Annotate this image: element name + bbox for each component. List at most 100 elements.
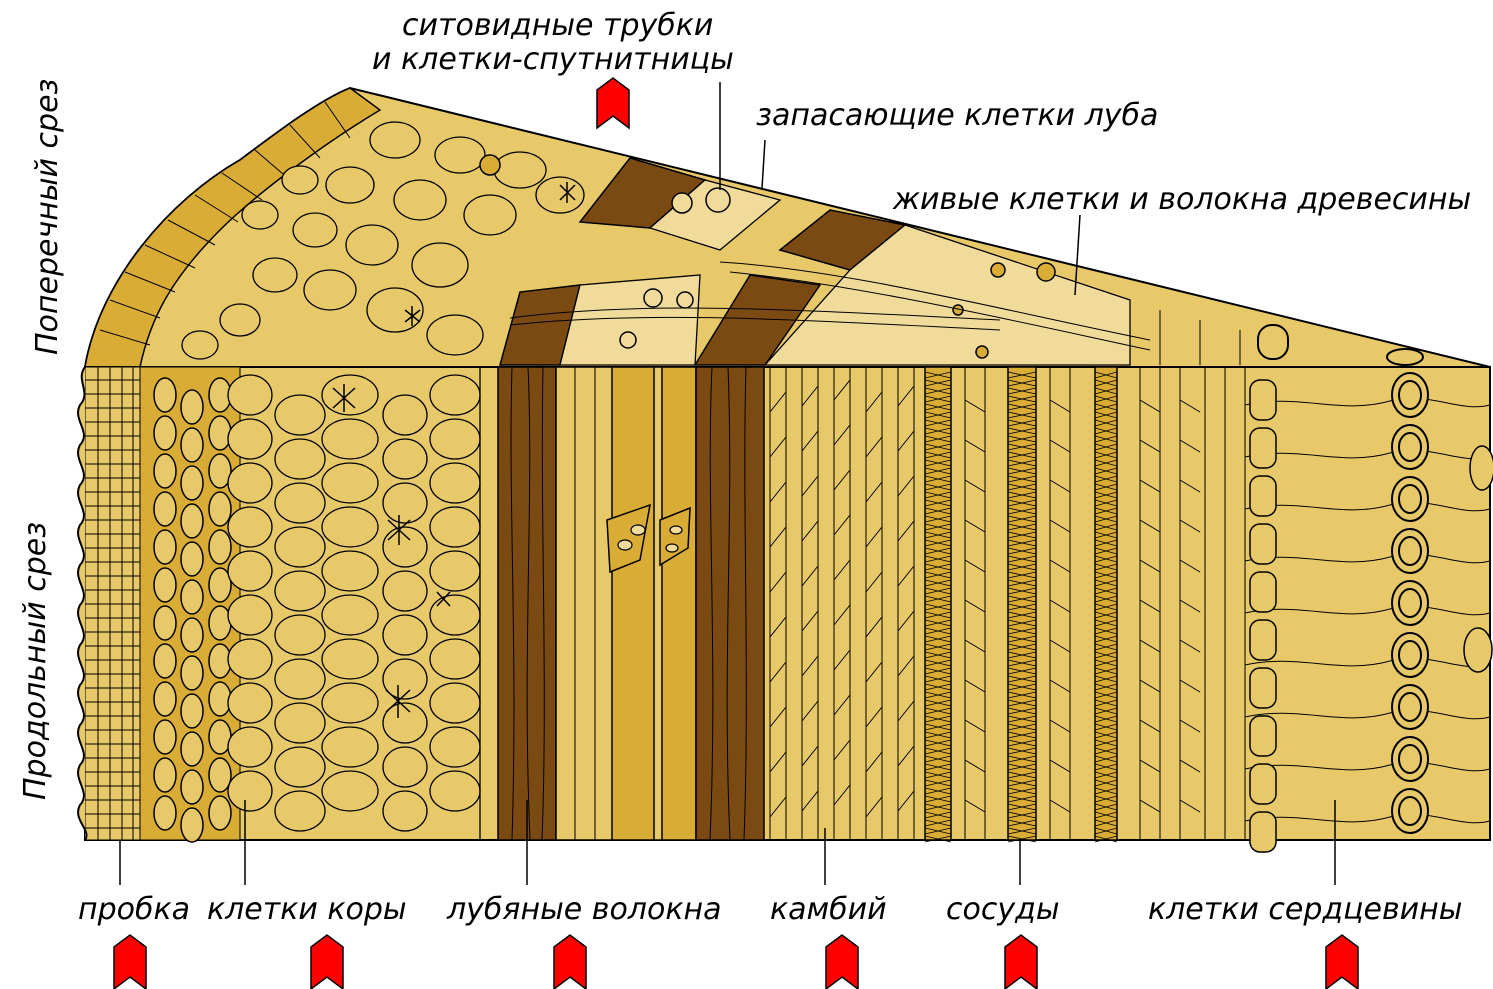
cortex-cell (430, 463, 480, 503)
chevron-marker-icon (1326, 935, 1358, 989)
cortex-cell (209, 530, 231, 564)
bast-fiber-band-2 (696, 367, 764, 840)
cortex-cell (275, 571, 325, 611)
cortex-cell (430, 375, 480, 415)
label-cross-section: Поперечный срез (30, 79, 65, 356)
cortex-cell (275, 703, 325, 743)
cortex-cell (181, 428, 203, 462)
chevron-marker-icon (826, 935, 858, 989)
bast-fiber-band-1 (498, 367, 556, 840)
cortex-cell (275, 615, 325, 655)
cortex-cell (228, 771, 272, 811)
label-sieve-tubes-line2: и клетки-спутнитницы (372, 44, 734, 76)
pith-cell-inner (1399, 745, 1421, 773)
cortex-cell (209, 682, 231, 716)
pith-cell-inner (1399, 381, 1421, 409)
cortex-cell (181, 694, 203, 728)
label-vessels: сосуды (946, 894, 1060, 926)
cortex-cell (181, 618, 203, 652)
cortex-cell (322, 419, 378, 459)
pith-cell-inner (1399, 537, 1421, 565)
cortex-cell (181, 390, 203, 424)
chevron-marker-icon (311, 935, 343, 989)
cortex-cell (228, 639, 272, 679)
cortex-cell (228, 683, 272, 723)
cortex-cell (154, 454, 176, 488)
cortex-cell (154, 720, 176, 754)
cortex-cell (275, 659, 325, 699)
cortex-cell (181, 504, 203, 538)
cortex-cell (383, 527, 427, 567)
cortex-cell (154, 492, 176, 526)
cortex-cell (154, 530, 176, 564)
cortex-cell (228, 419, 272, 459)
cortex-cell (430, 507, 480, 547)
cortex-cell (322, 771, 378, 811)
cortex-cell (228, 727, 272, 767)
cortex-cell (322, 551, 378, 591)
cortex-cell (430, 419, 480, 459)
longitudinal-section-face (78, 367, 1493, 852)
cortex-cell (154, 606, 176, 640)
chevron-marker-icon (554, 935, 586, 989)
cortex-cell (181, 466, 203, 500)
cortex-cell (383, 747, 427, 787)
chevron-marker-icon (1005, 935, 1037, 989)
cortex-cell (154, 644, 176, 678)
pith-cell-inner (1399, 485, 1421, 513)
cortex-cell (209, 758, 231, 792)
cork-layer (85, 367, 140, 840)
label-sieve-tubes-line1: ситовидные трубки (402, 10, 713, 42)
cortex-cell (181, 808, 203, 842)
cortex-cell (181, 732, 203, 766)
cortex-cell (181, 656, 203, 690)
cortex-cell (322, 683, 378, 723)
cortex-cell (383, 791, 427, 831)
cortex-cell (228, 463, 272, 503)
pith-edge-cell (1250, 572, 1276, 612)
cortex-cell (322, 595, 378, 635)
cortex-cell (209, 796, 231, 830)
cortex-cell (228, 595, 272, 635)
cortex-cell (322, 639, 378, 679)
cortex-cell (154, 416, 176, 450)
cortex-cell (430, 727, 480, 767)
cortex-cell (275, 395, 325, 435)
pith-edge-cell (1250, 380, 1276, 420)
pith-edge-cell (1250, 668, 1276, 708)
cortex-cell (383, 483, 427, 523)
cortex-cell (154, 796, 176, 830)
pith-cell-inner (1399, 589, 1421, 617)
cortex-cell (383, 571, 427, 611)
label-cork: пробка (78, 894, 190, 926)
label-bast-fibers: лубяные волокна (447, 894, 721, 926)
label-living-cells: живые клетки и волокна древесины (893, 184, 1471, 216)
cortex-cell (275, 747, 325, 787)
pith-edge-cell (1250, 476, 1276, 516)
cortex-cell (181, 580, 203, 614)
pith-cell-inner (1399, 693, 1421, 721)
pith-edge-cell (1250, 764, 1276, 804)
cortex-cell (275, 791, 325, 831)
cortex-cell (275, 527, 325, 567)
pith-edge-cell (1250, 524, 1276, 564)
cortex-cell (209, 492, 231, 526)
cortex-cell (228, 551, 272, 591)
cortex-cell (322, 727, 378, 767)
cortex-cell (275, 483, 325, 523)
label-cortex: клетки коры (207, 894, 407, 926)
pith-cell-inner (1399, 433, 1421, 461)
cortex-cell (430, 683, 480, 723)
label-pith: клетки сердцевины (1148, 894, 1462, 926)
label-longitudinal-section: Продольный срез (18, 522, 53, 800)
cortex-cell (154, 378, 176, 412)
cortex-cell (228, 375, 272, 415)
pith-edge-cell (1250, 428, 1276, 468)
chevron-marker-icon (597, 78, 629, 128)
cortex-cell (154, 568, 176, 602)
pith-cell-inner (1399, 797, 1421, 825)
pith-cell-inner (1399, 641, 1421, 669)
cortex-cell (154, 758, 176, 792)
pith-edge-cell (1250, 812, 1276, 852)
